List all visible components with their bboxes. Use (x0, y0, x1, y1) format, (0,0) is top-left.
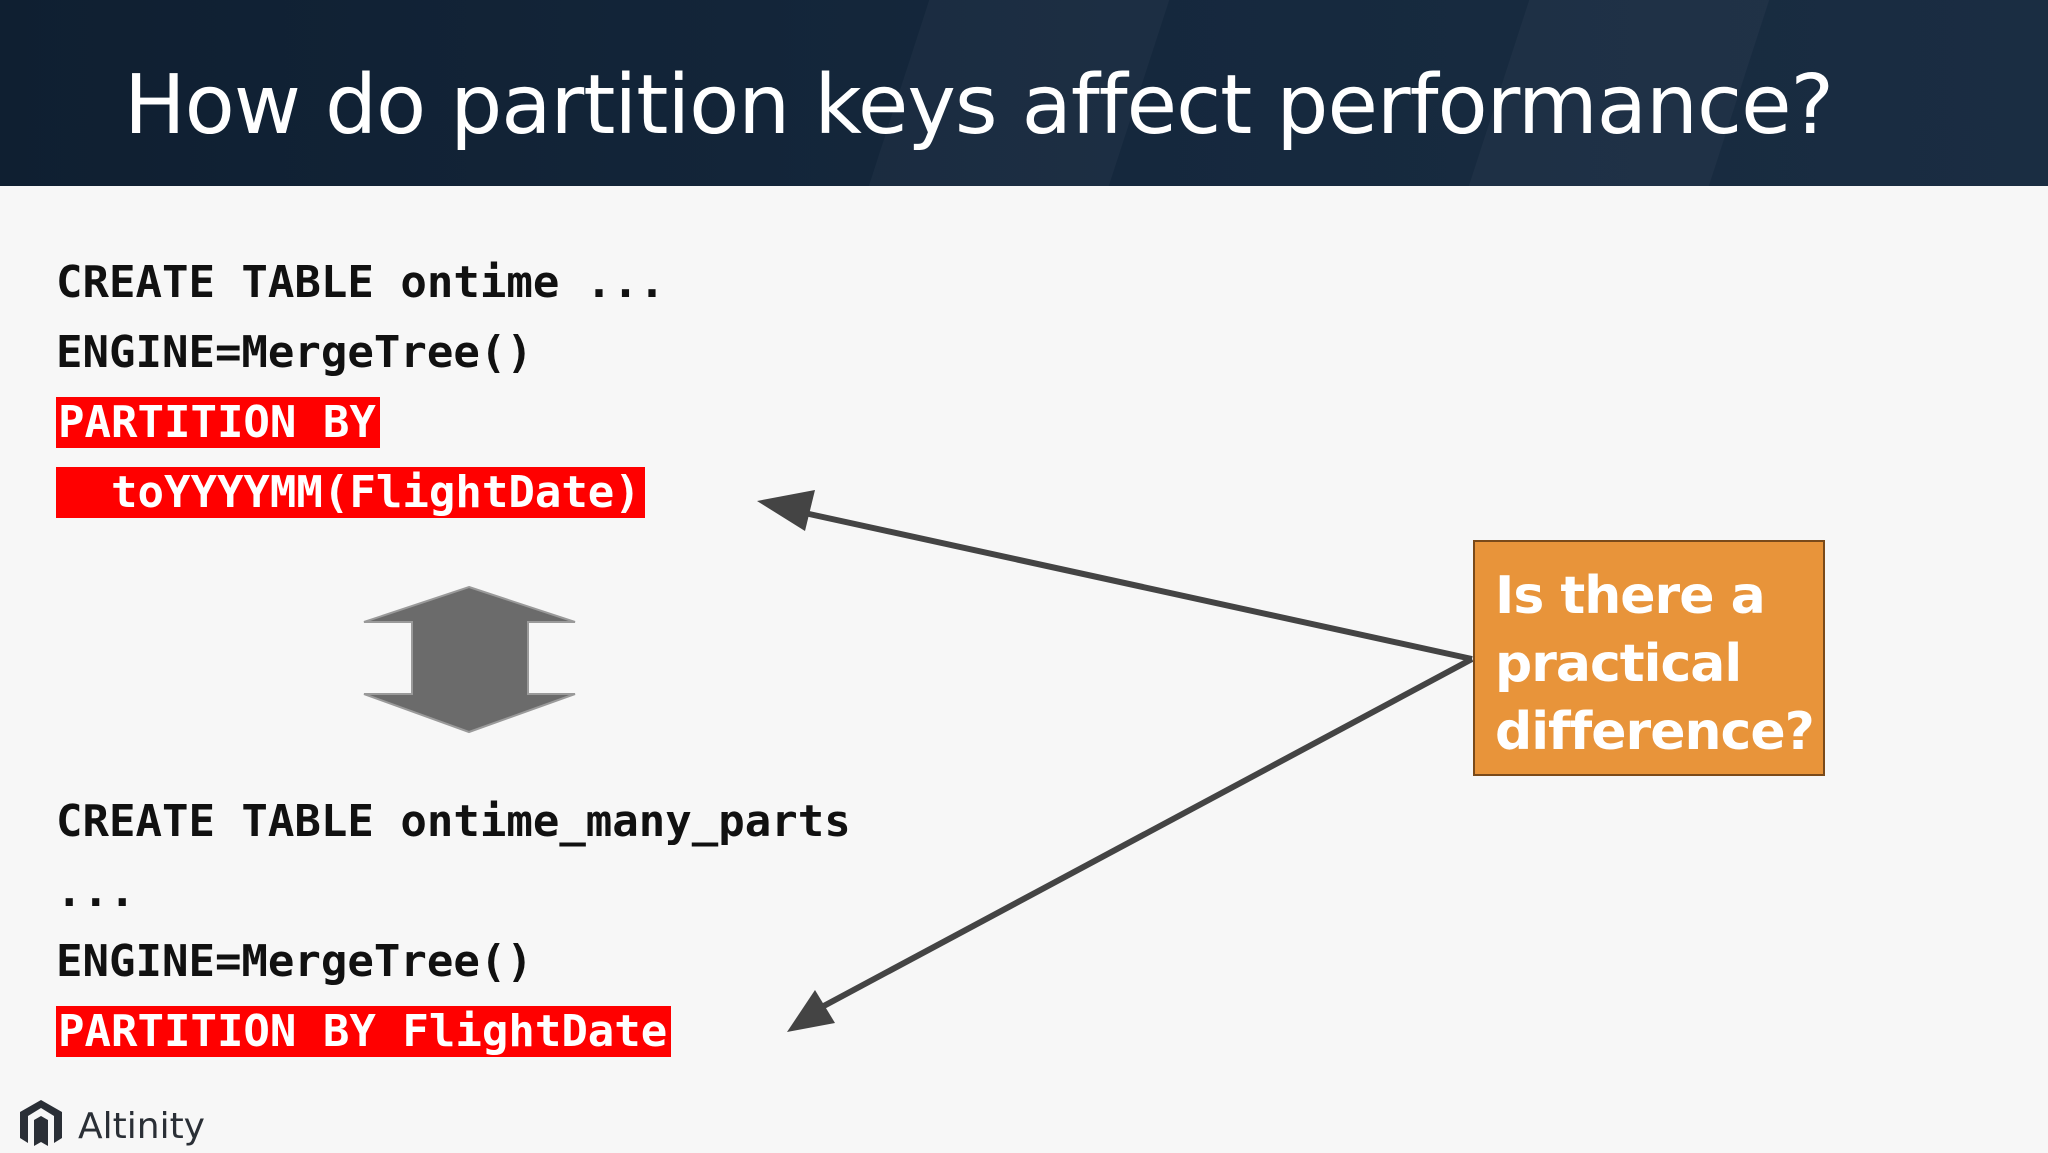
slide-header: How do partition keys affect performance… (0, 0, 2048, 186)
code-top-line-3: PARTITION BY (56, 393, 380, 453)
slide-title: How do partition keys affect performance… (124, 58, 1834, 153)
code-bottom-line-4: PARTITION BY FlightDate (56, 1002, 672, 1062)
callout-line-3: difference? (1495, 702, 1815, 762)
code-bottom-line-2: ... (56, 866, 136, 917)
altinity-logo-icon (20, 1100, 62, 1146)
arrow-to-bottom-line (818, 656, 1474, 1011)
partition-key-highlight: toYYYYMM(FlightDate) (56, 467, 645, 518)
arrow-to-top-head-icon (757, 490, 815, 531)
arrow-to-bottom-head-icon (787, 990, 835, 1032)
partition-by-flightdate-highlight: PARTITION BY FlightDate (56, 1006, 672, 1057)
arrow-to-top-line (799, 509, 1473, 662)
altinity-logo-text: Altinity (78, 1106, 205, 1147)
callout-box: Is there a practical difference? (1473, 540, 1825, 776)
code-bottom-line-3: ENGINE=MergeTree() (56, 936, 533, 987)
code-top-line-1: CREATE TABLE ontime ... (56, 257, 666, 308)
code-top-line-2: ENGINE=MergeTree() (56, 327, 533, 378)
partition-by-highlight: PARTITION BY (56, 397, 380, 448)
callout-line-2: practical (1495, 634, 1742, 694)
double-arrow-icon (363, 585, 576, 734)
altinity-logo: Altinity (18, 1098, 205, 1150)
code-bottom-line-1: CREATE TABLE ontime_many_parts (56, 796, 851, 847)
callout-line-1: Is there a (1495, 566, 1766, 626)
code-top-line-4: toYYYYMM(FlightDate) (56, 463, 645, 523)
